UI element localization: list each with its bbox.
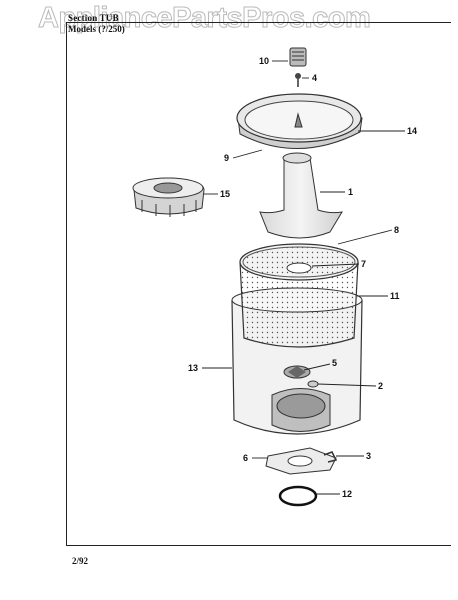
callout-12: 12 [342,489,352,499]
screw-part [295,73,301,87]
callout-7: 7 [361,259,366,269]
page-frame [66,22,451,546]
agitator-part [259,152,343,239]
callout-14: 14 [407,126,417,136]
callout-9: 9 [224,153,229,163]
revision-date: 2/92 [72,556,89,566]
callout-6: 6 [243,453,248,463]
clip-part [323,451,338,463]
callout-13: 13 [188,363,198,373]
callout-3: 3 [366,451,371,461]
model-title: Models (?/250) [68,24,125,34]
callout-15: 15 [220,189,230,199]
basket-part [239,243,359,348]
gasket-plate-part [265,447,337,475]
cap-part [289,47,307,67]
callout-11: 11 [390,291,400,301]
dispenser-part [132,177,205,217]
section-title: Section TUB [68,13,119,23]
watermark-logo: AppliancePartsPros.com [37,2,371,35]
callout-10: 10 [259,56,269,66]
callout-8: 8 [394,225,399,235]
leader-lines [202,60,405,495]
callout-1: 1 [348,187,353,197]
o-ring-part [278,485,318,507]
callout-5: 5 [332,358,337,368]
hub-part [283,365,319,388]
callout-4: 4 [312,73,317,83]
tub-ring-part [236,93,363,149]
callout-2: 2 [378,381,383,391]
